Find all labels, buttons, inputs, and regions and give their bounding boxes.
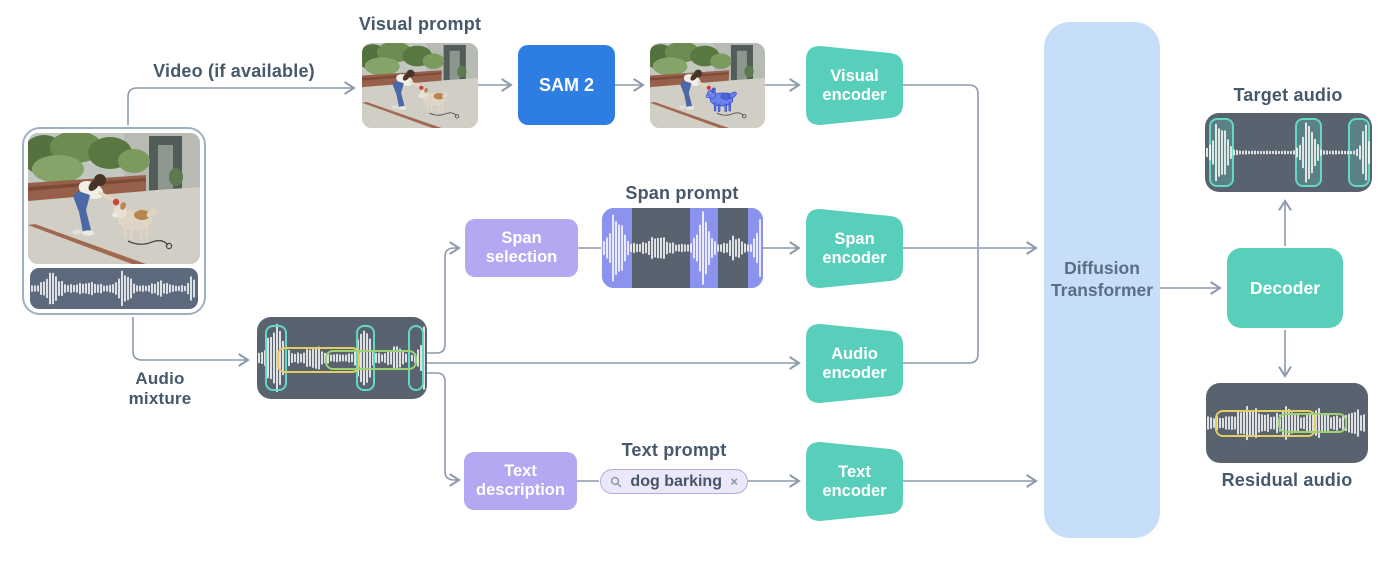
input-video-audio-card (22, 127, 206, 315)
span-prompt-label: Span prompt (625, 183, 739, 203)
audio-mixture-card (257, 317, 427, 399)
diffusion-transformer-node: Diffusion Transformer (1044, 22, 1160, 538)
encoder-shape (806, 324, 903, 403)
yellow-span-outline (1215, 410, 1316, 437)
visual-encoder-label: Visual encoder (822, 66, 887, 104)
audio-encoder-label: Audio encoder (822, 344, 887, 382)
text-description-label: Text description (476, 462, 565, 499)
input-audio-waveform (30, 268, 198, 309)
encoder-shape (806, 442, 903, 521)
span-selection-node: Span selection (465, 219, 578, 277)
input-video-frame (28, 133, 200, 264)
yellow-span-outline (277, 347, 360, 373)
diffusion-transformer-label: Diffusion Transformer (1050, 258, 1154, 300)
sam2-label: SAM 2 (538, 74, 594, 95)
video-branch-label: Video (if available) (153, 61, 315, 81)
text-description-node: Text description (464, 452, 577, 510)
decoder-node: Decoder (1227, 248, 1343, 328)
audio-mixture-label: Audio mixture (128, 369, 192, 409)
edge-audioencoder-junction (903, 248, 979, 364)
target-audio-label: Target audio (1233, 85, 1343, 105)
visual-prompt-image (362, 43, 478, 128)
edge-video-to-visual-prompt (127, 81, 356, 125)
decoder-label: Decoder (1249, 277, 1321, 298)
search-icon (610, 476, 622, 487)
edge-mixture-to-textdescription (427, 372, 461, 487)
text-encoder-node: Text encoder (806, 442, 903, 521)
edge-visualencoder-junction (903, 84, 979, 247)
visual-encoder-node: Visual encoder (806, 46, 903, 125)
target-audio-card (1205, 113, 1372, 192)
span-encoder-node: Span encoder (806, 209, 903, 288)
span-selection-label: Span selection (485, 229, 558, 266)
visual-prompt-label: Visual prompt (358, 14, 482, 34)
target-audio-waveform (1205, 113, 1372, 192)
encoder-shape (806, 209, 903, 288)
residual-audio-label: Residual audio (1221, 470, 1353, 490)
span-prompt-waveform (602, 208, 763, 288)
edge-input-to-mixture (132, 317, 250, 367)
sam2-node: SAM 2 (518, 45, 615, 125)
residual-audio-card (1206, 383, 1368, 463)
text-query: dog barking (630, 472, 722, 490)
green-span-outline (1278, 413, 1347, 433)
encoder-shape (806, 46, 903, 125)
close-icon: × (730, 474, 738, 489)
teal-span-outline (408, 325, 424, 391)
span-encoder-label: Span encoder (822, 229, 887, 267)
teal-span-outline (265, 325, 287, 391)
segmented-dog-image (650, 43, 765, 128)
audio-encoder-node: Audio encoder (806, 324, 903, 403)
text-prompt-pill: dog barking × (600, 469, 748, 494)
span-prompt-card (602, 208, 763, 288)
edge-mixture-to-spanselection (427, 241, 461, 354)
green-span-outline (325, 350, 417, 370)
text-prompt-label: Text prompt (621, 440, 727, 460)
text-encoder-label: Text encoder (822, 462, 887, 500)
teal-span-outline (356, 325, 375, 391)
